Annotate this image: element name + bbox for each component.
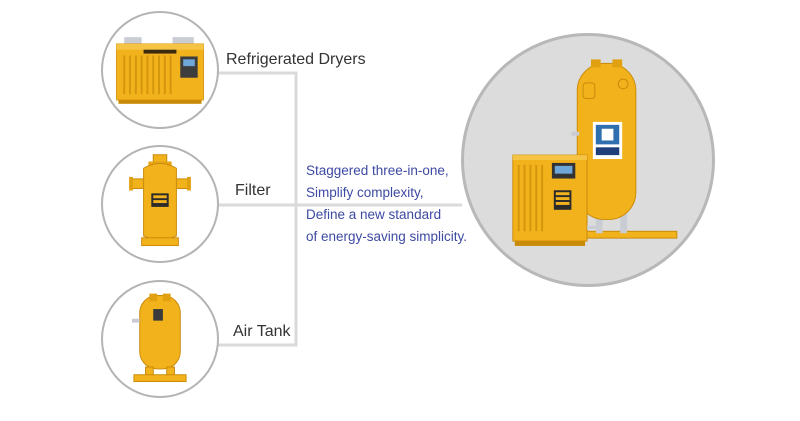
tagline-line-2: Simplify complexity,	[306, 185, 424, 200]
three-in-one-unit-icon	[512, 59, 678, 246]
tagline: Staggered three-in-one, Simplify complex…	[306, 160, 467, 248]
refrigerated-dryer-image-circle	[101, 11, 219, 129]
air-tank-icon	[131, 293, 187, 382]
filter-label: Filter	[235, 182, 271, 199]
refrigerated-dryer-icon	[116, 37, 204, 104]
tagline-line-3: Define a new standard	[306, 207, 442, 222]
tagline-line-4: of energy-saving simplicity.	[306, 229, 468, 244]
three-in-one-unit-image-circle	[461, 33, 715, 287]
air-tank-label: Air Tank	[233, 323, 291, 340]
refrigerated-dryer-label: Refrigerated Dryers	[226, 51, 366, 68]
connector-dryer	[218, 71, 298, 347]
tagline-line-1: Staggered three-in-one,	[306, 163, 449, 178]
air-tank-image-circle	[101, 280, 219, 398]
filter-icon	[129, 154, 191, 247]
filter-image-circle	[101, 145, 219, 263]
